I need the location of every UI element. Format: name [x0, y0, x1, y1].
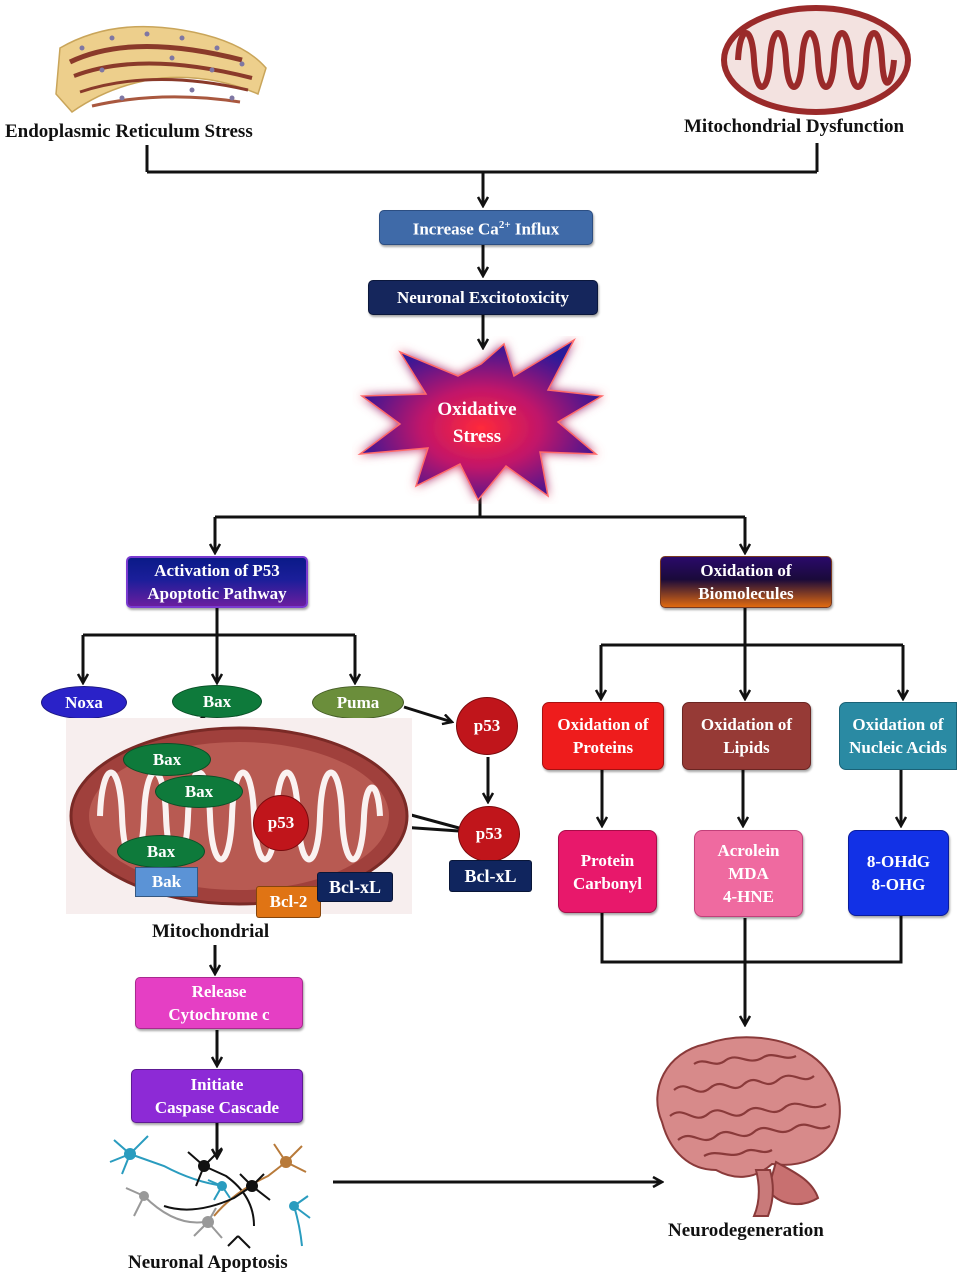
calcium-influx-box: Increase Ca2+ Influx: [379, 210, 593, 245]
acrolein-line-1: Acrolein: [717, 841, 780, 860]
bio-header-line-2: Biomolecules: [698, 584, 794, 603]
caspase-cascade-box: Initiate Caspase Cascade: [131, 1069, 303, 1123]
calcium-superscript: 2+: [498, 219, 511, 232]
noxa-node: Noxa: [41, 686, 127, 719]
mito-bax-node-1: Bax: [123, 743, 211, 776]
calcium-prefix: Increase Ca: [412, 219, 499, 239]
excitotoxicity-label: Neuronal Excitotoxicity: [396, 288, 570, 307]
neuronal-apoptosis-caption: Neuronal Apoptosis: [128, 1252, 288, 1273]
mito-bax-node-3: Bax: [117, 835, 205, 868]
carbonyl-line-2: Carbonyl: [573, 873, 642, 893]
bio-header-line-1: Oxidation of: [700, 561, 792, 580]
excitotoxicity-box: Neuronal Excitotoxicity: [368, 280, 598, 315]
noxa-label: Noxa: [65, 692, 103, 712]
release-line-1: Release: [191, 982, 247, 1001]
stress-line-1: Oxidative: [437, 399, 517, 420]
bax-node: Bax: [172, 685, 262, 718]
line-products-merge: [600, 912, 903, 964]
p53-node-upper: p53: [456, 697, 518, 755]
mitochondrial-caption: Mitochondrial: [152, 921, 270, 942]
mitochondrion-icon: [721, 5, 911, 115]
p53-header-line-2: Apoptotic Pathway: [147, 584, 287, 603]
oxidative-stress-text: Oxidative Stress: [412, 394, 542, 452]
neurodegeneration-caption: Neurodegeneration: [668, 1220, 824, 1241]
release-line-2: Cytochrome c: [168, 1005, 270, 1024]
puma-label: Puma: [336, 692, 380, 712]
endoplasmic-reticulum-icon: [55, 25, 267, 113]
release-cytochrome-box: Release Cytochrome c: [135, 977, 303, 1029]
stress-line-2: Stress: [452, 426, 502, 447]
mito-bclxl-node: Bcl-xL: [317, 872, 393, 902]
oxidation-proteins-box: Oxidation of Proteins: [542, 702, 664, 770]
mito-bclxl-label: Bcl-xL: [329, 876, 381, 897]
oxidative-stress-burst: [357, 337, 605, 502]
nucleic-line-2: Nucleic Acids: [849, 738, 947, 757]
bax-label: Bax: [202, 691, 232, 711]
puma-node: Puma: [312, 686, 404, 719]
proteins-line-2: Proteins: [572, 738, 634, 757]
mito-bax-label-2: Bax: [184, 781, 214, 801]
bcl2-label: Bcl-2: [269, 892, 308, 911]
arrow-puma-to-p53: [403, 705, 452, 722]
acrolein-line-2: MDA: [728, 864, 769, 883]
calcium-suffix: Influx: [510, 219, 560, 239]
bclxl-label: Bcl-xL: [464, 865, 517, 886]
p53-pathway-header: Activation of P53 Apoptotic Pathway: [126, 556, 308, 608]
lipids-line-2: Lipids: [723, 738, 770, 757]
lipids-line-1: Oxidation of: [700, 715, 793, 734]
mito-dysfunction-caption: Mitochondrial Dysfunction: [684, 116, 905, 137]
oxidation-lipids-box: Oxidation of Lipids: [682, 702, 811, 770]
mito-bax-label-3: Bax: [146, 841, 176, 861]
caspase-line-1: Initiate: [190, 1075, 244, 1094]
p53-header-line-1: Activation of P53: [154, 561, 280, 580]
nucleic-line-1: Oxidation of: [852, 715, 944, 734]
mito-bax-node-2: Bax: [155, 775, 243, 808]
p53-lower-label: p53: [475, 824, 503, 843]
carbonyl-line-1: Protein: [580, 850, 635, 870]
mito-p53-node: p53: [253, 795, 309, 851]
acrolein-mda-hne-box: Acrolein MDA 4-HNE: [694, 830, 803, 917]
bak-node: Bak: [135, 867, 198, 897]
mito-p53-label: p53: [267, 813, 295, 832]
p53-node-lower: p53: [458, 806, 520, 862]
p53-upper-label: p53: [473, 716, 501, 735]
oxidation-nucleic-box: Oxidation of Nucleic Acids: [839, 702, 957, 770]
brain-icon: [656, 1036, 841, 1217]
proteins-line-1: Oxidation of: [557, 715, 649, 734]
ohdg-line-1: 8-OHdG: [866, 852, 931, 871]
neurons-icon: [109, 1135, 311, 1249]
biomolecules-header: Oxidation of Biomolecules: [660, 556, 832, 608]
er-stress-caption: Endoplasmic Reticulum Stress: [5, 121, 253, 142]
bcl2-node: Bcl-2: [256, 886, 321, 918]
caspase-line-2: Caspase Cascade: [154, 1098, 280, 1117]
bak-label: Bak: [151, 872, 182, 891]
bclxl-node: Bcl-xL: [449, 860, 532, 892]
calcium-influx-label: Increase Ca2+ Influx: [413, 214, 560, 241]
ohdg-ohg-box: 8-OHdG 8-OHG: [848, 830, 949, 916]
acrolein-line-3: 4-HNE: [723, 887, 774, 906]
ohdg-line-2: 8-OHG: [871, 875, 926, 894]
protein-carbonyl-box: Protein Carbonyl: [558, 830, 657, 913]
mito-bax-label-1: Bax: [152, 749, 182, 769]
